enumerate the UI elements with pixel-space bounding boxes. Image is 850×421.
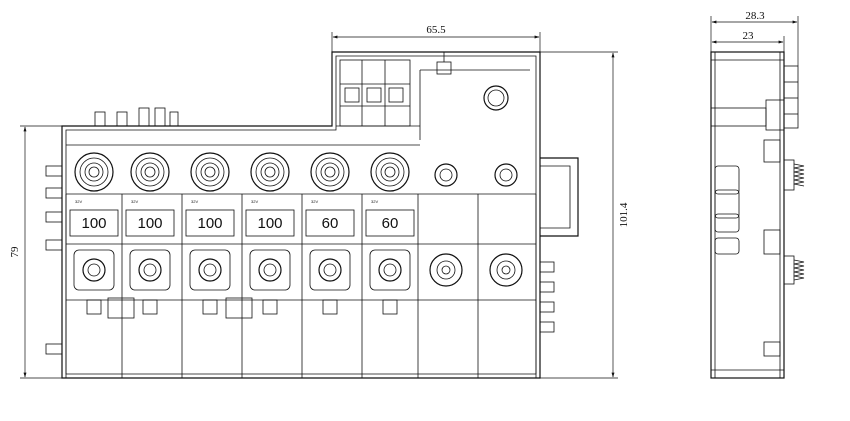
fuse-terminal-outer-2 <box>130 152 170 192</box>
fuse-terminal-ring-2 <box>135 157 165 187</box>
fuse-terminal-outer-4 <box>250 152 290 192</box>
fuse-lower-pad-6 <box>369 249 411 291</box>
right-side-bracket <box>539 157 579 333</box>
fuse-terminal-core-5 <box>324 166 336 178</box>
fuse-clip-2 <box>142 299 158 315</box>
fuse-lower-stud-2 <box>138 258 162 282</box>
fuse-terminal-core-1 <box>88 166 100 178</box>
fuse-rating-2: 100 <box>137 215 162 232</box>
dimension-side-width: 28.3 <box>710 10 799 66</box>
fuse-lower-stud-core-1 <box>87 263 101 277</box>
fuse-terminal-ring-3 <box>195 157 225 187</box>
fuse-terminal-ring-inner-5 <box>320 162 340 182</box>
dimension-top-width-label: 65.5 <box>426 24 446 36</box>
fuse-clip-1 <box>86 299 102 315</box>
aux-lower-stud-core-1 <box>441 265 451 275</box>
fuse-tag-1: 32V <box>75 199 82 204</box>
dimension-side-inner: 23 <box>711 30 785 52</box>
fuse-terminal-ring-1 <box>79 157 109 187</box>
fuse-label-box-4 <box>245 209 295 237</box>
fuse-terminal-core-2 <box>144 166 156 178</box>
fuse-clip-5 <box>322 299 338 315</box>
front-body-outline <box>61 51 541 379</box>
fuse-tag-2: 32V <box>131 199 138 204</box>
fuse-lower-stud-3 <box>198 258 222 282</box>
fuse-lower-pad-5 <box>309 249 351 291</box>
fuse-terminal-core-6 <box>384 166 396 178</box>
fuse-terminal-ring-inner-2 <box>140 162 160 182</box>
front-view: 100 100 100 100 60 60 32V 32V 32V 32V 32… <box>45 51 579 379</box>
side-body <box>710 51 785 379</box>
fuse-terminal-core-3 <box>204 166 216 178</box>
dimension-side-width-label: 28.3 <box>745 10 765 22</box>
dimension-height-right-label: 101.4 <box>618 202 630 227</box>
fuse-rating-1: 100 <box>81 215 106 232</box>
fuse-lower-stud-6 <box>378 258 402 282</box>
fuse-terminal-ring-5 <box>315 157 345 187</box>
fuse-rating-4: 100 <box>257 215 282 232</box>
side-stud-bottom <box>783 255 805 285</box>
fuse-terminal-ring-inner-3 <box>200 162 220 182</box>
fuse-labels: 100 100 100 100 60 60 32V 32V 32V 32V 32… <box>75 199 398 232</box>
left-side-tabs <box>45 165 63 355</box>
fuse-lower-stud-core-2 <box>143 263 157 277</box>
aux-lower-stud-core-2 <box>501 265 511 275</box>
fuse-lower-stud-core-5 <box>323 263 337 277</box>
aux-lower-stud-2 <box>489 253 523 287</box>
fuse-tag-4: 32V <box>251 199 258 204</box>
fuse-terminal-outer-6 <box>370 152 410 192</box>
fuse-rating-5: 60 <box>322 215 339 232</box>
fuse-label-box-2 <box>125 209 175 237</box>
fuse-lower-pad-4 <box>249 249 291 291</box>
fuse-label-box-3 <box>185 209 235 237</box>
fuse-lower-pad-1 <box>73 249 115 291</box>
fuse-lower-pad-2 <box>129 249 171 291</box>
fuse-label-box-6 <box>365 209 415 237</box>
fuse-lower-stud-5 <box>318 258 342 282</box>
fuse-terminal-core-4 <box>264 166 276 178</box>
fuse-clip-3 <box>202 299 218 315</box>
fuse-tag-5: 32V <box>311 199 318 204</box>
fuse-terminal-ring-inner-6 <box>380 162 400 182</box>
fuse-slots <box>65 144 537 378</box>
upper-bracket <box>336 52 530 140</box>
fuse-terminal-outer-3 <box>190 152 230 192</box>
fuse-terminal-outer-1 <box>74 152 114 192</box>
mounting-hole-top <box>483 85 509 111</box>
fuse-lower-stud-core-4 <box>263 263 277 277</box>
side-stud-top <box>783 159 805 191</box>
slot-clip-bracket-1 <box>107 297 135 319</box>
slot-clip-bracket-2 <box>225 297 253 319</box>
fuse-terminal-ring-4 <box>255 157 285 187</box>
dimension-top-width: 65.5 <box>331 24 541 52</box>
dimension-height-left-label: 79 <box>9 246 21 258</box>
dimension-height-right: 101.4 <box>540 51 630 379</box>
dimension-side-inner-label: 23 <box>743 30 755 42</box>
fuse-lower-stud-core-6 <box>383 263 397 277</box>
fuse-terminal-ring-inner-4 <box>260 162 280 182</box>
aux-lower-stud-ring-1 <box>436 260 456 280</box>
aux-lower-stud-ring-2 <box>496 260 516 280</box>
fuse-label-box-1 <box>69 209 119 237</box>
fuse-tag-6: 32V <box>371 199 378 204</box>
top-connector-pins <box>94 107 179 127</box>
fuse-label-box-5 <box>305 209 355 237</box>
aux-studs-top <box>434 163 518 187</box>
fuse-lower-stud-1 <box>82 258 106 282</box>
fuse-tag-3: 32V <box>191 199 198 204</box>
fuse-clip-6 <box>382 299 398 315</box>
fuse-rating-3: 100 <box>197 215 222 232</box>
side-view <box>710 51 805 379</box>
fuse-terminal-ring-inner-1 <box>84 162 104 182</box>
dimension-height-left: 79 <box>9 125 62 379</box>
fuse-terminal-outer-5 <box>310 152 350 192</box>
fuse-lower-pad-3 <box>189 249 231 291</box>
fuse-lower-stud-core-3 <box>203 263 217 277</box>
fuse-clip-4 <box>262 299 278 315</box>
aux-lower-stud-1 <box>429 253 463 287</box>
fuse-terminal-ring-6 <box>375 157 405 187</box>
fuse-rating-6: 60 <box>382 215 399 232</box>
fuse-lower-stud-4 <box>258 258 282 282</box>
